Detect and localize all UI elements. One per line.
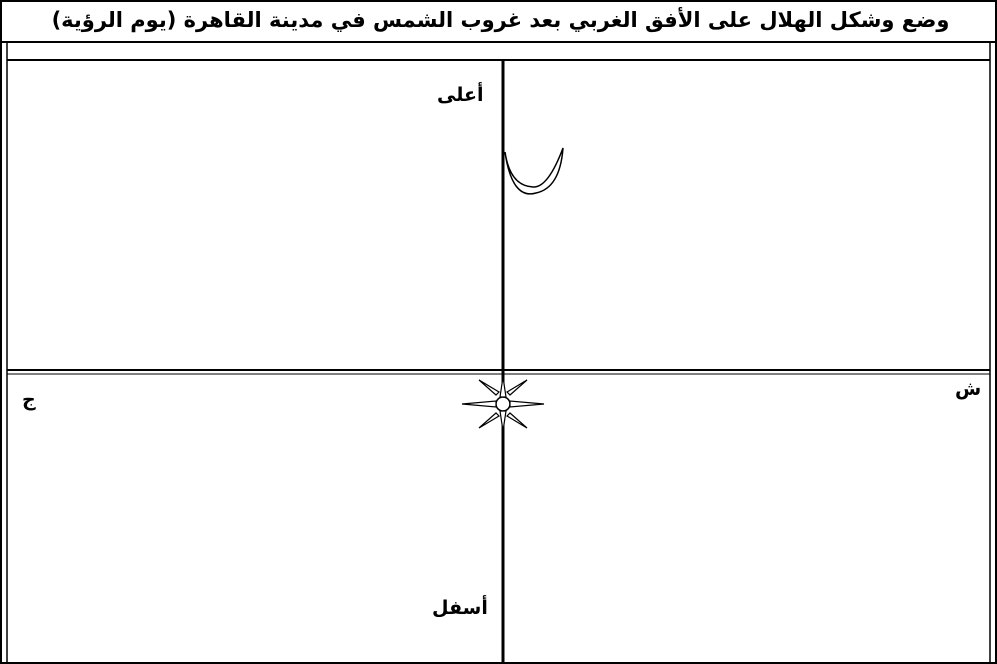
label-north: ش bbox=[955, 378, 981, 400]
crescent-moon-icon bbox=[505, 148, 563, 194]
label-bottom: أسفل bbox=[432, 597, 488, 619]
label-top: أعلى bbox=[437, 84, 483, 106]
label-south: ج bbox=[22, 389, 36, 411]
horizon-line bbox=[7, 370, 990, 374]
sun-icon bbox=[462, 377, 544, 431]
